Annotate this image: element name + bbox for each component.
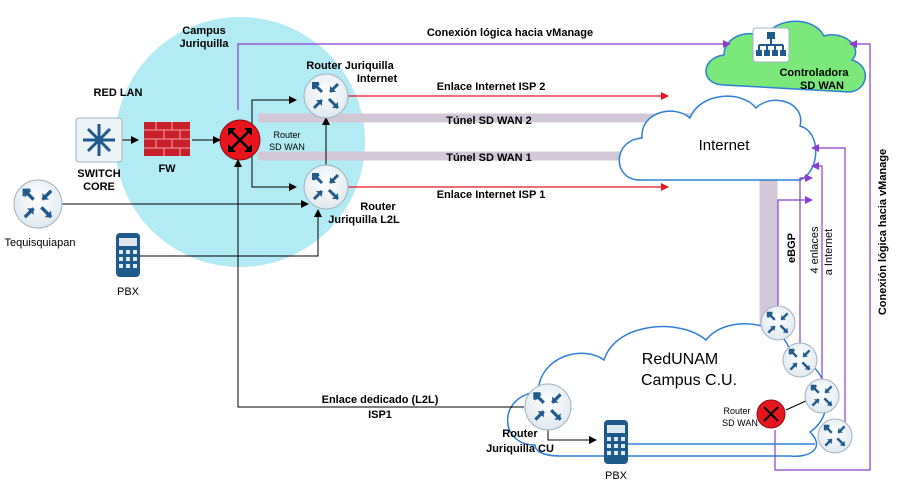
- fw-label: FW: [158, 163, 176, 175]
- ebgp-line-3: [811, 162, 823, 380]
- router-tequisquiapan-icon: [13, 179, 63, 229]
- vmanage-right-label: Conexión lógica hacia vManage: [877, 149, 889, 315]
- router-internet-edge-4-icon: [817, 418, 853, 454]
- router-cu-label-1: Router: [502, 428, 538, 440]
- controller-icon: [752, 27, 790, 63]
- router-internet-label-1: Router Juriquilla: [306, 60, 394, 72]
- dedicated-label-2: ISP1: [368, 409, 392, 421]
- firewall-icon: [144, 122, 190, 156]
- router-l2l-label-2: Juriquilla L2L: [328, 214, 400, 226]
- tequisquiapan-label: Tequisquiapan: [5, 237, 76, 249]
- ebgp-line-1: [777, 196, 813, 310]
- links-label-1: 4 enlaces: [809, 226, 821, 274]
- router-juriquilla-cu-icon: [524, 383, 572, 431]
- lan-connections: [62, 96, 597, 444]
- router-juriquilla-l2l-icon: [303, 164, 349, 210]
- cu-router-pbx-link: [547, 430, 597, 444]
- router-sdwan-label-2: SD WAN: [269, 142, 305, 152]
- router-cu-label-2: Juriquilla CU: [486, 443, 554, 455]
- router-sdwan-cu-icon: [756, 399, 786, 429]
- links-label-2: a Internet: [823, 229, 835, 275]
- vmanage-line-top: [237, 40, 731, 110]
- router-sdwan-label-1: Router: [273, 130, 300, 140]
- pbx-cu-icon: [604, 420, 628, 464]
- pbx-left-icon: [116, 233, 140, 277]
- switch-core-icon: [75, 117, 123, 163]
- vmanage-connections: [237, 40, 871, 471]
- router-internet-edge-2-icon: [782, 342, 818, 378]
- ebgp-label: eBGP: [786, 233, 798, 263]
- redunam-label-2: Campus C.U.: [641, 372, 737, 389]
- vmanage-top-label: Conexión lógica hacia vManage: [427, 27, 593, 39]
- vmanage-line-right: [774, 40, 871, 471]
- internet-label: Internet: [699, 137, 751, 154]
- controller-label-2: SD WAN: [800, 80, 844, 92]
- internet-cloud: [618, 95, 817, 181]
- router-sdwan-cu-label-2: SD WAN: [722, 418, 758, 428]
- pbx-cu-label: PBX: [605, 470, 628, 482]
- router-internet-edge-3-icon: [804, 378, 840, 414]
- internet-links: [345, 92, 669, 191]
- router-l2l-label-1: Router: [360, 201, 396, 213]
- switch-core-label-2: CORE: [83, 181, 115, 193]
- controller-label-1: Controladora: [779, 67, 849, 79]
- labels: Campus Juriquilla Conexión lógica hacia …: [5, 25, 889, 482]
- router-sdwan-cu-label-1: Router: [723, 406, 750, 416]
- isp2-label: Enlace Internet ISP 2: [437, 81, 546, 93]
- sdwan-to-internet-router: [251, 96, 297, 128]
- sdwan-to-l2l-router: [251, 152, 297, 191]
- router-internet-label-2: Internet: [357, 73, 398, 85]
- router-juriquilla-internet-icon: [303, 73, 349, 119]
- campus-label-2: Juriquilla: [180, 38, 230, 50]
- switch-core-label-1: SWITCH: [77, 168, 120, 180]
- tunnel2-label: Túnel SD WAN 2: [446, 115, 532, 127]
- tunnel1-label: Túnel SD WAN 1: [446, 152, 532, 164]
- isp1-label: Enlace Internet ISP 1: [437, 189, 546, 201]
- dedicated-link: [234, 159, 524, 408]
- red-lan-label: RED LAN: [94, 87, 143, 99]
- router-sdwan-juriquilla-icon: [219, 119, 261, 161]
- ebgp-line-4: [811, 144, 846, 425]
- dedicated-label-1: Enlace dedicado (L2L): [322, 394, 439, 406]
- redunam-label-1: RedUNAM: [642, 351, 718, 368]
- pbx-left-link: [140, 209, 322, 257]
- campus-label-1: Campus: [182, 25, 225, 37]
- router-internet-edge-1-icon: [760, 305, 796, 341]
- ebgp-line-2: [799, 174, 813, 350]
- sdwan-cu-link: [785, 399, 809, 411]
- pbx-left-label: PBX: [117, 286, 140, 298]
